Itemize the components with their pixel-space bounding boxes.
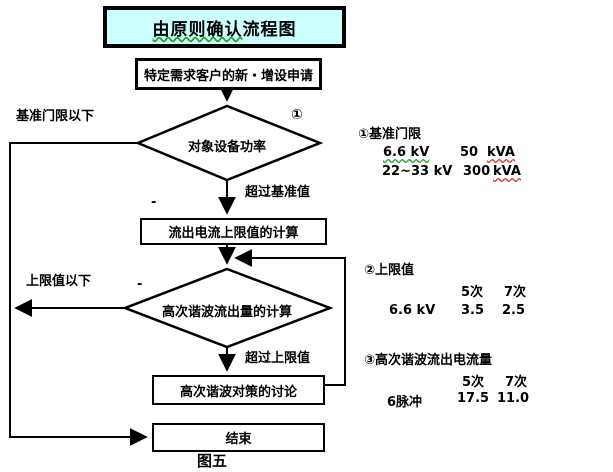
- note3-value1: 17.5: [457, 391, 490, 406]
- note2-value1: 3.5: [461, 303, 485, 318]
- note2-col2-header: 7次: [504, 285, 527, 300]
- note3-col1-header: 5次: [462, 375, 485, 390]
- note1-row2-unit: kVA: [493, 164, 521, 179]
- arrow-feedback-loop: [234, 249, 346, 386]
- note2-col1-header: 5次: [461, 285, 484, 300]
- process1-node-label: 流出电流上限值的计算: [168, 226, 299, 241]
- edge-label-exceeds-base: 超过基准值: [245, 185, 311, 200]
- note3-row-label: 6脉冲: [387, 395, 423, 410]
- title-box: 由原则确认流程图: [103, 6, 346, 48]
- end-node: 结束: [152, 423, 325, 452]
- title-text-rest: 流程图: [242, 19, 297, 40]
- note3-value2: 11.0: [497, 391, 530, 406]
- edge-label-below-limit: 上限值以下: [26, 274, 92, 289]
- note2-header: ②上限值: [364, 263, 415, 278]
- figure-caption: 图五: [197, 452, 228, 470]
- note1-row1-unit: kVA: [487, 145, 515, 160]
- decision1-label: 对象设备功率: [187, 140, 266, 155]
- title-text-wavy: 由原则确认: [152, 19, 243, 40]
- note3-header: ③高次谐波流出电流量: [364, 353, 493, 368]
- note2-row-label: 6.6 kV: [389, 303, 436, 318]
- edge-label-below-threshold: 基准门限以下: [16, 109, 95, 124]
- decision2-label: 高次谐波流出量的计算: [161, 305, 292, 320]
- stray-dash-mark-2: -: [137, 277, 143, 292]
- process1-node: 流出电流上限值的计算: [140, 218, 327, 245]
- note3-col2-header: 7次: [505, 375, 528, 390]
- arrow-decision1-to-end: [9, 142, 148, 446]
- note1-row1-label: 6.6 kV: [383, 145, 430, 160]
- note2-value2: 2.5: [502, 303, 526, 318]
- note1-row2-value: 300: [463, 164, 491, 179]
- start-node-label: 特定需求客户的新・增设申请: [143, 68, 313, 84]
- decision1-marker: ①: [291, 107, 303, 123]
- stray-dash-mark-1: -: [151, 195, 157, 210]
- end-node-label: 结束: [225, 432, 252, 447]
- note1-row2-label: 22~33 kV: [382, 164, 453, 179]
- process2-node-label: 高次谐波对策的讨论: [179, 384, 297, 400]
- title-text: 由原则确认流程图: [153, 15, 297, 40]
- edge-label-exceeds-limit: 超过上限值: [245, 351, 311, 366]
- note1-row1-value: 50: [460, 145, 479, 160]
- start-node: 特定需求客户的新・增设申请: [135, 58, 322, 90]
- note1-header: ①基准门限: [358, 127, 422, 142]
- process2-node: 高次谐波对策的讨论: [152, 375, 325, 405]
